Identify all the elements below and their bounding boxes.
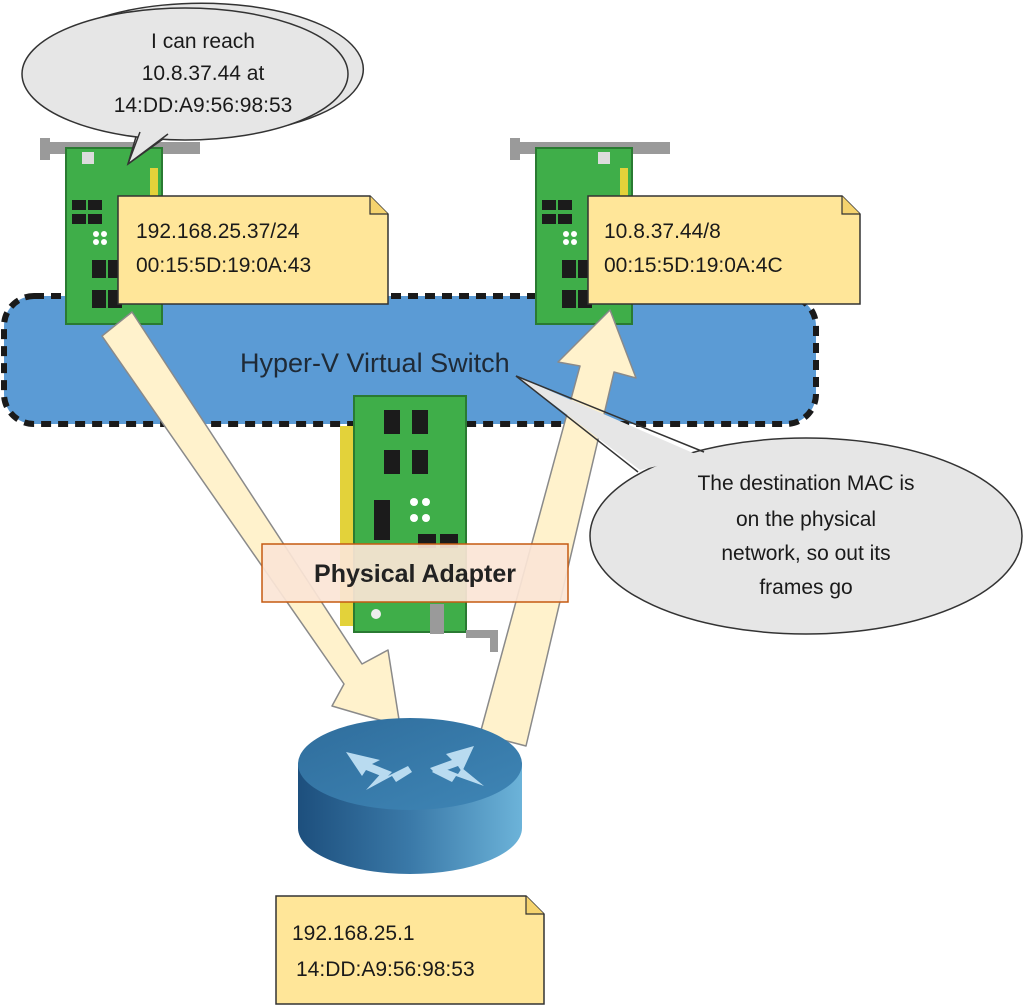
vm-adapter-left-mac: 00:15:5D:19:0A:43 (136, 254, 311, 277)
router-icon (298, 718, 522, 874)
bubble-right-line-4: frames go (759, 576, 852, 599)
router-mac: 14:DD:A9:56:98:53 (296, 958, 475, 981)
physical-adapter-label-box: Physical Adapter (261, 543, 569, 603)
virtual-switch-label: Hyper-V Virtual Switch (240, 348, 510, 378)
callout-bubble-top: I can reach 10.8.37.44 at 14:DD:A9:56:98… (21, 2, 365, 166)
physical-adapter-icon (340, 395, 498, 652)
vm-adapter-left-ip: 192.168.25.37/24 (136, 220, 300, 243)
router-ip: 192.168.25.1 (292, 922, 415, 945)
bubble-right-line-2: on the physical (736, 508, 876, 531)
outbound-frame-arrow (101, 311, 401, 727)
vm-adapter-right-note: 10.8.37.44/8 00:15:5D:19:0A:4C (587, 195, 861, 305)
bubble-right-line-3: network, so out its (721, 542, 890, 565)
bubble-right-line-1: The destination MAC is (697, 472, 914, 495)
bubble-top-line-1: I can reach (151, 30, 255, 53)
vm-adapter-right-mac: 00:15:5D:19:0A:4C (604, 254, 783, 277)
bubble-top-line-2: 10.8.37.44 at (142, 62, 265, 85)
vm-adapter-left-note: 192.168.25.37/24 00:15:5D:19:0A:43 (117, 195, 389, 305)
callout-bubble-right: The destination MAC is on the physical n… (515, 375, 1023, 635)
router-note: 192.168.25.1 14:DD:A9:56:98:53 (275, 895, 545, 1005)
physical-adapter-label: Physical Adapter (314, 560, 516, 588)
bubble-top-line-3: 14:DD:A9:56:98:53 (114, 94, 293, 117)
vm-adapter-right-ip: 10.8.37.44/8 (604, 220, 721, 243)
